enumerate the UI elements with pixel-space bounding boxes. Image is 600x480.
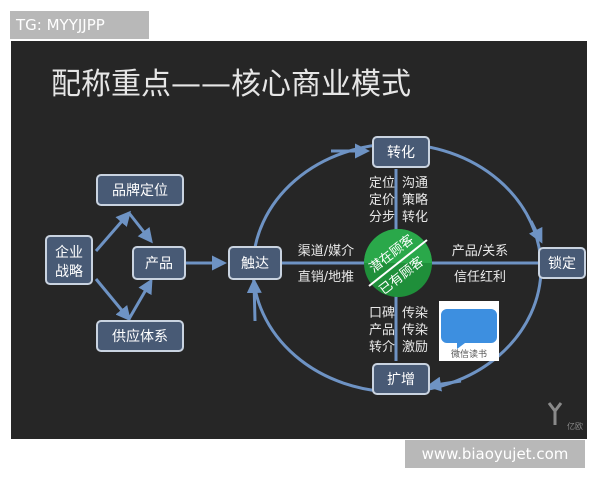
zhuanhua-labels: 定位 定价 分步 沟通 策略 转化 (369, 176, 428, 225)
node-zhuanhua-label: 转化 (387, 145, 415, 161)
node-pinpai-label: 品牌定位 (112, 182, 168, 199)
node-qiye-line1: 企业 (55, 244, 83, 261)
zhuanhua-col1-3: 分步 (369, 210, 395, 225)
wechat-read-label: 微信读书 (451, 348, 487, 360)
chuda-label-2: 直销/地推 (298, 270, 354, 285)
suoding-edge-labels: 产品/关系 信任红利 (452, 244, 508, 285)
node-pinpai: 品牌定位 (96, 174, 184, 206)
suoding-label-2: 信任红利 (454, 269, 506, 285)
chat-bubble-icon (441, 309, 497, 349)
center-circle: 潜在顾客 已有顾客 (364, 229, 432, 298)
node-zhuanhua: 转化 (372, 136, 430, 168)
slide-title: 配称重点——核心商业模式 (51, 67, 411, 102)
node-suoding: 锁定 (538, 247, 586, 279)
node-qiye-line2: 战略 (55, 264, 83, 280)
node-qiye: 企业 战略 (45, 235, 93, 285)
bottom-watermark: www.biaoyujet.com (405, 440, 585, 468)
business-model-diagram: 企业 战略 品牌定位 产品 供应体系 触达 转化 锁定 扩增 (45, 136, 586, 431)
zhuanhua-col2-3: 转化 (402, 210, 428, 225)
node-suoding-label: 锁定 (548, 256, 576, 272)
chuda-edge-labels: 渠道/媒介 直销/地推 (298, 244, 354, 285)
kuozeng-labels: 口碑 产品 转介 传染 传染 激励 (369, 305, 428, 355)
arrow-gongying-chanpin (127, 278, 153, 320)
suoding-label-1: 产品/关系 (452, 244, 508, 259)
node-kuozeng: 扩增 (372, 363, 430, 395)
loop-arrow-bottom (426, 376, 462, 392)
zhuanhua-col2-2: 策略 (402, 192, 428, 208)
node-gongying: 供应体系 (96, 320, 184, 352)
yiou-logo-text: 亿欧 (567, 421, 583, 431)
arrow-qiye-gongying (94, 278, 131, 322)
node-chuda: 触达 (228, 246, 282, 280)
arrow-qiye-pinpai (94, 210, 131, 252)
node-chanpin-label: 产品 (145, 256, 173, 272)
wechat-read-badge: 微信读书 (439, 301, 499, 361)
slide: 配称重点——核心商业模式 企业 战略 (11, 41, 587, 439)
zhuanhua-col1-1: 定位 (369, 176, 395, 191)
top-tag: TG: MYYJJPP (10, 11, 149, 39)
loop-arrow-left (246, 278, 262, 322)
node-gongying-label: 供应体系 (112, 328, 168, 345)
kuozeng-col1-1: 口碑 (369, 305, 395, 321)
zhuanhua-col2-1: 沟通 (402, 176, 428, 191)
loop-arrow-right (528, 220, 543, 244)
kuozeng-col1-2: 产品 (369, 323, 395, 338)
zhuanhua-col1-2: 定价 (369, 193, 395, 208)
kuozeng-col2-1: 传染 (402, 306, 428, 321)
kuozeng-col2-3: 激励 (402, 340, 428, 355)
node-chanpin: 产品 (132, 246, 186, 280)
node-kuozeng-label: 扩增 (387, 372, 415, 388)
kuozeng-col1-3: 转介 (369, 340, 395, 355)
chuda-label-1: 渠道/媒介 (298, 244, 354, 259)
yiou-logo: 亿欧 (547, 402, 583, 431)
kuozeng-col2-2: 传染 (402, 323, 428, 338)
arrow-pinpai-chanpin (127, 212, 153, 244)
node-chuda-label: 触达 (241, 256, 269, 272)
